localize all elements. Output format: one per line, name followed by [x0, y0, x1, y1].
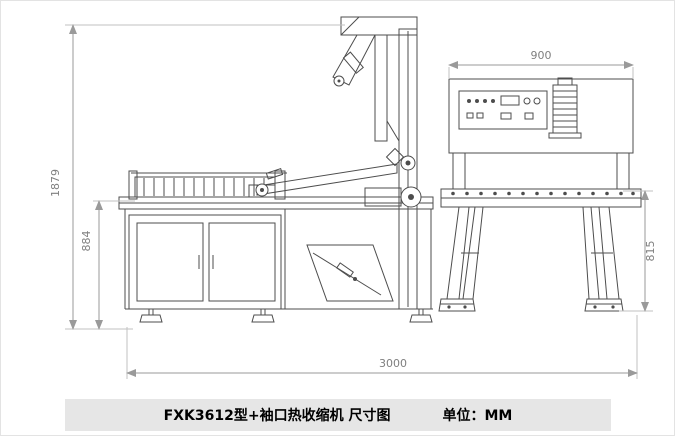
panel-display — [500, 95, 520, 106]
control-panel — [458, 90, 548, 130]
panel-knob — [533, 97, 541, 105]
drawing-title: FXK3612型+袖口热收缩机 尺寸图 — [163, 408, 391, 424]
cabinet-door-right — [208, 222, 276, 302]
dim-label-table-height: 884 — [80, 231, 93, 252]
dim-overall-length: 3000 — [126, 315, 638, 379]
work-table — [118, 196, 434, 210]
tunnel-side-support-right — [616, 152, 630, 190]
dim-conveyor-height: 815 — [619, 190, 657, 312]
dim-label-overall-height: 1879 — [49, 169, 62, 197]
tunnel-side-support-left — [452, 152, 466, 190]
panel-knob — [523, 97, 531, 105]
tunnel-conveyor — [440, 188, 642, 208]
cabinet-door-left — [136, 222, 204, 302]
film-bracket-assembly — [332, 16, 418, 171]
under-table-film-roll — [364, 186, 422, 208]
shrink-tunnel-drawing — [438, 77, 642, 312]
dim-label-overall-length: 3000 — [379, 357, 407, 370]
tunnel-chamber — [448, 78, 634, 154]
tunnel-legs — [446, 206, 620, 300]
dim-overall-height: 1879 — [49, 24, 345, 330]
left-machine-feet — [139, 308, 433, 323]
dim-table-height: 884 — [80, 200, 135, 330]
discharge-chute — [306, 244, 394, 302]
machine-base-frame — [124, 209, 433, 310]
chute-handle — [336, 262, 354, 278]
unit-label: 单位：MM — [442, 408, 513, 424]
blower-motor — [548, 77, 582, 139]
left-machine-drawing — [118, 16, 434, 323]
dim-label-tunnel-width: 900 — [531, 49, 552, 62]
sealing-arm — [248, 163, 398, 198]
dim-tunnel-width: 900 — [448, 49, 634, 79]
tunnel-feet — [438, 298, 624, 312]
dimension-annotations: 1879 884 900 815 — [49, 24, 657, 379]
cabinet — [128, 214, 282, 310]
caption-bar: FXK3612型+袖口热收缩机 尺寸图 单位：MM — [65, 399, 611, 431]
dim-label-conveyor-height: 815 — [644, 241, 657, 262]
